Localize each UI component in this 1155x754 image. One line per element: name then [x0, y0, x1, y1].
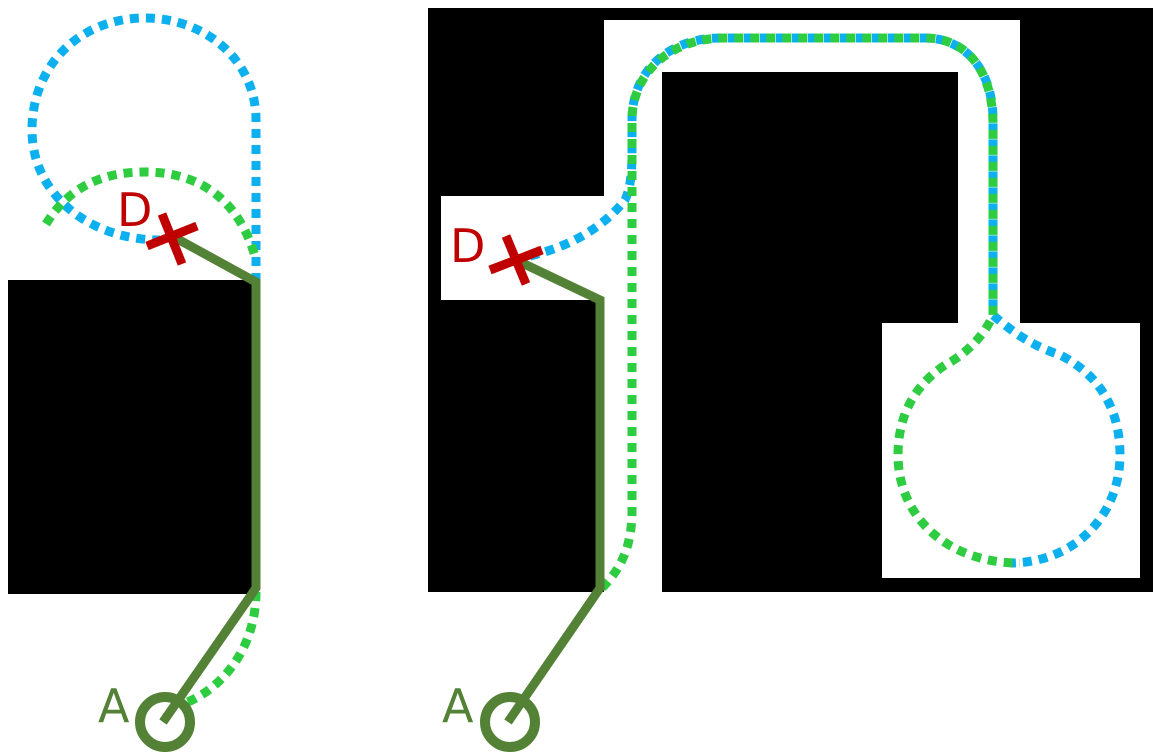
left-destination-x-icon: [145, 212, 199, 266]
left-blue-dotted-path: [27, 13, 261, 282]
left-dest-label: D: [117, 183, 152, 237]
right-panel: A D: [428, 8, 1153, 752]
left-start-circle-icon: [135, 692, 195, 752]
right-start-label: A: [442, 679, 474, 733]
right-start-circle-icon: [480, 692, 540, 752]
left-panel: A D: [8, 13, 261, 752]
left-start-label: A: [98, 679, 130, 733]
left-green-dotted-path: [42, 167, 261, 262]
right-dest-label: D: [450, 219, 485, 273]
right-loop-pocket: [882, 323, 1140, 578]
left-obstacle: [8, 280, 254, 594]
right-solid-route: [504, 257, 605, 725]
right-blue-dotted-path: [528, 33, 1125, 568]
left-solid-route: [159, 232, 261, 725]
left-green-dotted-path-lower: [183, 591, 261, 708]
right-destination-x-icon: [488, 234, 544, 286]
